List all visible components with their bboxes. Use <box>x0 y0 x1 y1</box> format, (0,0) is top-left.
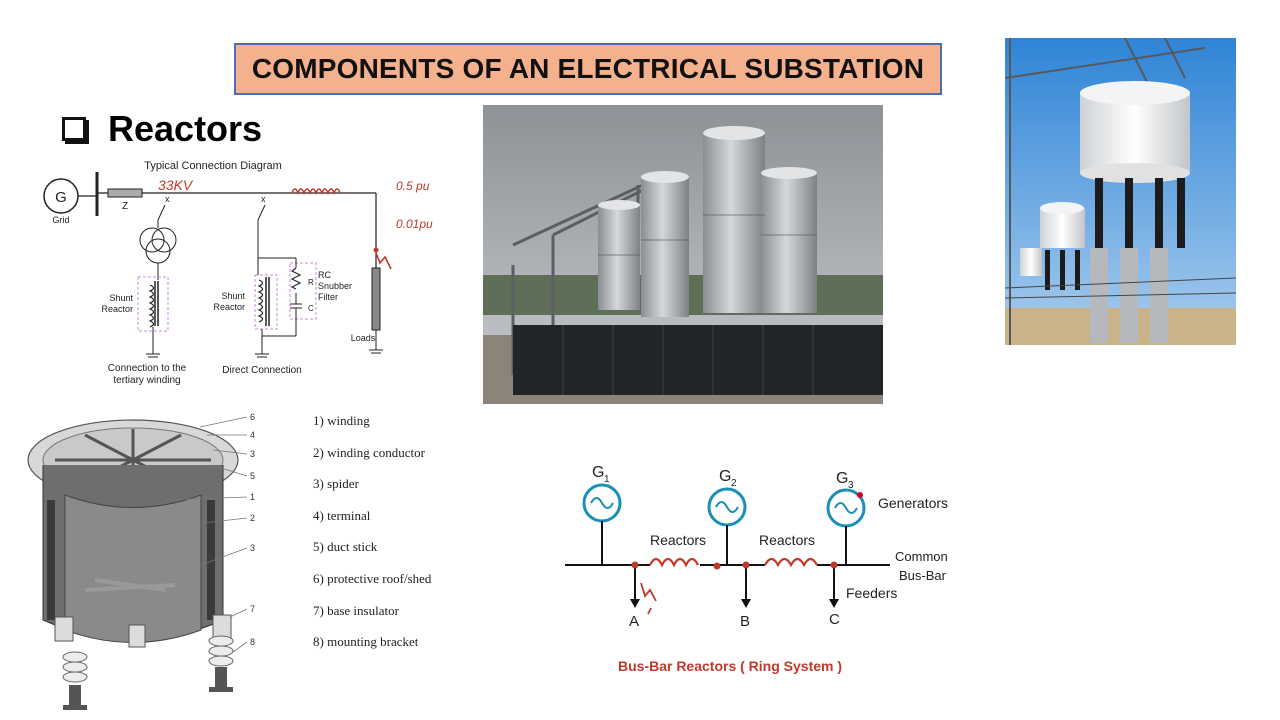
feeder-b-label: B <box>740 613 750 630</box>
svg-text:x: x <box>261 194 266 204</box>
busbar-label-2: Bus-Bar <box>899 568 947 583</box>
snubber-label-2: Snubber <box>318 281 352 291</box>
feeder-a-label: A <box>629 613 639 630</box>
callout-7: 7 <box>250 604 255 614</box>
legend-item: 7) base insulator <box>313 602 399 618</box>
outdoor-reactor-photo <box>1005 38 1236 345</box>
feeder-c-label: C <box>829 611 840 628</box>
handwritten-voltage: 33KV <box>158 177 194 193</box>
c-label: C <box>308 304 314 313</box>
shunt-reactor-1-label-a: Shunt <box>109 293 133 303</box>
series-reactor-coil <box>291 188 341 196</box>
snubber-label-1: RC <box>318 270 331 280</box>
r-label: R <box>308 278 314 287</box>
busbar-reactor-diagram: G 1 G 2 G 3 Generators Reactors <box>565 464 948 630</box>
shunt-reactor-1-label-b: Reactor <box>101 304 133 314</box>
svg-text:x: x <box>165 194 170 204</box>
g2-subscript: 2 <box>731 478 737 489</box>
callout-6: 6 <box>250 412 255 422</box>
busbar-caption: Bus-Bar Reactors ( Ring System ) <box>617 658 843 674</box>
legend-item: 3) spider <box>313 476 359 492</box>
callout-3-top: 3 <box>250 449 255 459</box>
generators-label: Generators <box>878 495 948 511</box>
callout-5: 5 <box>250 471 255 481</box>
reactor-cutaway-drawing: 6 4 3 5 1 2 3 7 8 <box>27 412 255 710</box>
checkbox-bullet-icon <box>62 117 86 141</box>
section-heading: Reactors <box>62 108 262 150</box>
legend-item: 6) protective roof/shed <box>313 570 432 586</box>
legend-item: 5) duct stick <box>313 539 378 555</box>
g1-subscript: 1 <box>604 474 610 485</box>
slide-title: COMPONENTS OF AN ELECTRICAL SUBSTATION <box>251 53 925 84</box>
g1-label: G <box>592 464 604 481</box>
handwritten-pu2: 0.01pu <box>396 217 433 231</box>
slide-title-box: COMPONENTS OF AN ELECTRICAL SUBSTATION <box>234 43 942 95</box>
feeders-label: Feeders <box>846 585 897 601</box>
reactor-substation-photo <box>483 105 883 404</box>
impedance-label: Z <box>122 201 128 212</box>
snubber-label-3: Filter <box>318 292 338 302</box>
callout-1: 1 <box>250 492 255 502</box>
shunt-reactor-2-label-a: Shunt <box>221 291 245 301</box>
reactor-1-coil <box>649 557 699 568</box>
caption-left-1: Connection to the <box>108 363 187 374</box>
connection-diagram: Typical Connection Diagram G Grid Z x Sh… <box>43 160 433 386</box>
legend-item: 2) winding conductor <box>313 444 425 460</box>
fault-mark-icon <box>375 252 392 270</box>
reactor-parts-legend: 1) winding 2) winding conductor 3) spide… <box>313 412 431 665</box>
shunt-reactor-2-coil <box>257 279 264 323</box>
reactors-label-1: Reactors <box>650 532 706 548</box>
callout-8: 8 <box>250 637 255 647</box>
rc-resistor-symbol <box>290 267 302 290</box>
handwritten-pu1: 0.5 pu <box>396 179 430 193</box>
impedance-z-block <box>107 188 143 198</box>
callout-2: 2 <box>250 513 255 523</box>
reactors-label-2: Reactors <box>759 532 815 548</box>
loads-label: Loads <box>351 333 376 343</box>
load-block <box>371 267 381 331</box>
transformer-symbol <box>139 227 165 253</box>
cutaway-callouts: 6 4 3 5 1 2 3 7 8 <box>250 412 255 647</box>
reactor-2-coil <box>764 557 818 568</box>
g2-label: G <box>719 468 731 485</box>
grid-symbol-label: G <box>55 189 67 206</box>
callout-4: 4 <box>250 430 255 440</box>
fault-annotation-icon <box>640 582 657 615</box>
caption-left-2: tertiary winding <box>113 375 180 386</box>
shunt-reactor-1-coil <box>148 284 155 328</box>
g3-subscript: 3 <box>848 480 854 491</box>
legend-item: 4) terminal <box>313 507 371 523</box>
grid-label: Grid <box>52 215 69 225</box>
busbar-label-1: Common <box>895 549 948 564</box>
callout-3-bottom: 3 <box>250 543 255 553</box>
g3-label: G <box>836 470 848 487</box>
diagram-title: Typical Connection Diagram <box>144 160 282 172</box>
shunt-reactor-2-label-b: Reactor <box>213 302 245 312</box>
legend-item: 1) winding <box>313 413 370 428</box>
caption-mid: Direct Connection <box>222 365 301 376</box>
heading-text: Reactors <box>108 108 263 149</box>
legend-item: 8) mounting bracket <box>313 634 419 650</box>
